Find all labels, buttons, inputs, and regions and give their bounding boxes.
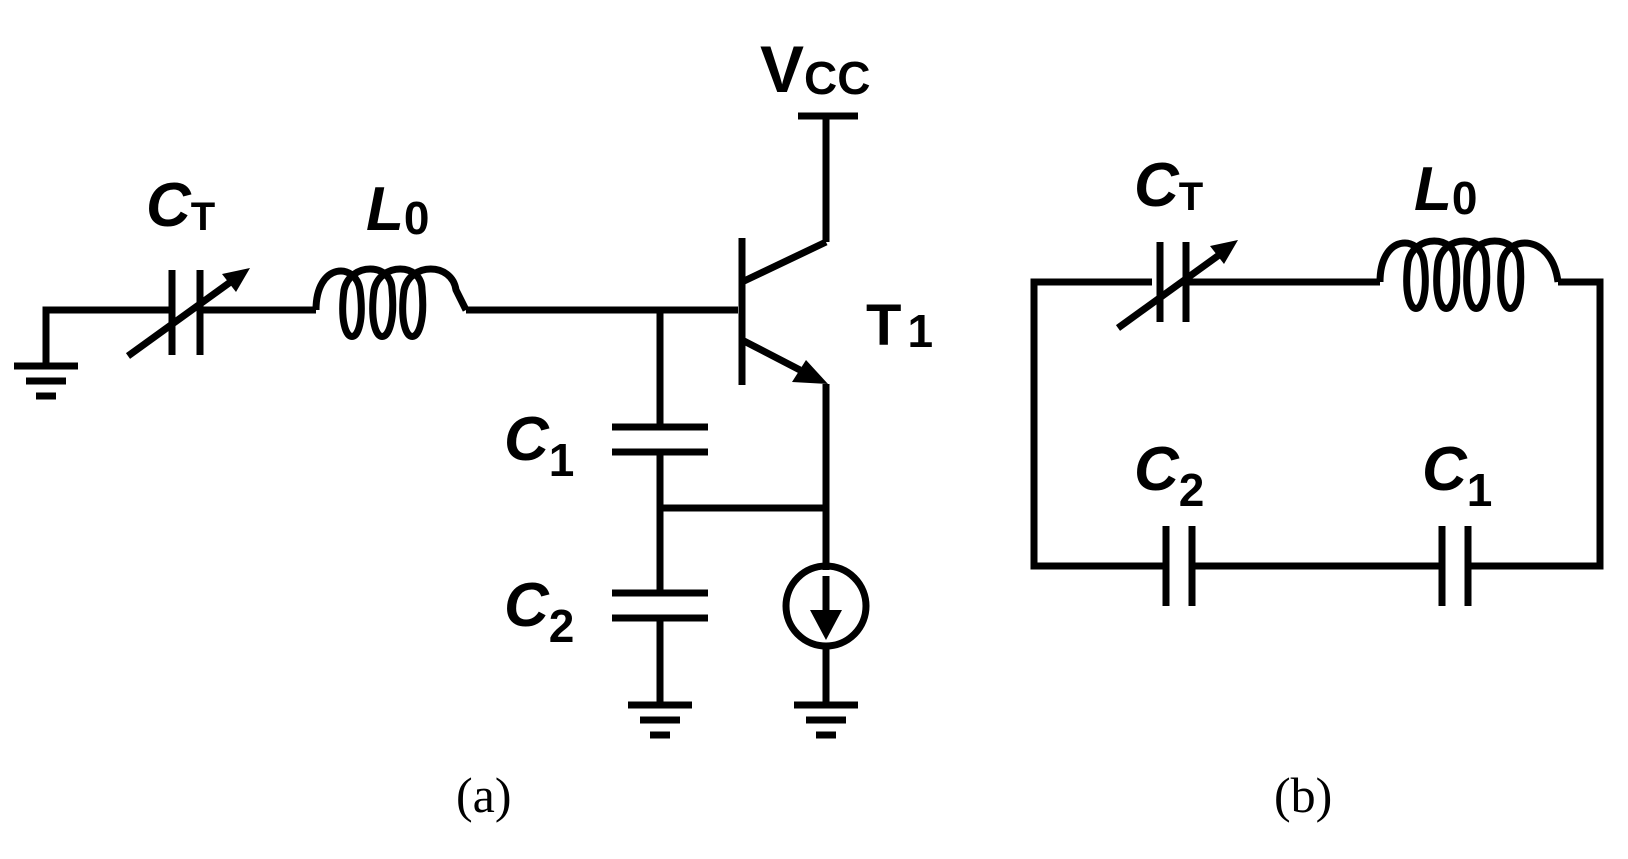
vcc-label: VCC — [760, 32, 870, 106]
c2-label-b: C2 — [1134, 435, 1204, 516]
ground-symbol-left — [14, 306, 162, 400]
l0-label-a: L0 — [366, 175, 429, 244]
capacitor-c2-b — [1162, 526, 1196, 606]
ground-symbol-c2 — [628, 701, 692, 739]
circuit-b: CT L0 C2 C1 (b) — [1030, 151, 1604, 823]
ground-symbol-source — [794, 701, 858, 739]
inductor-l0 — [312, 265, 738, 340]
tuning-arrow-icon-b — [1210, 240, 1238, 264]
tuning-arrow-icon — [222, 268, 250, 292]
tuning-capacitor-ct — [125, 268, 316, 359]
capacitor-chain — [612, 310, 826, 705]
current-arrow-icon — [810, 610, 842, 640]
caption-b: (b) — [1274, 767, 1332, 823]
capacitor-c1-b — [1438, 526, 1472, 606]
ct-label-b: CT — [1134, 151, 1203, 220]
loop-wires — [1030, 278, 1604, 570]
transistor-t1 — [738, 112, 858, 570]
tuning-capacitor-ct-b — [1115, 240, 1238, 331]
emitter-arrow-icon — [792, 360, 828, 384]
c1-label-a: C1 — [504, 405, 574, 486]
caption-a: (a) — [456, 767, 512, 823]
inductor-l0-b — [1376, 237, 1562, 312]
current-source — [782, 562, 870, 705]
c2-label-a: C2 — [504, 571, 574, 652]
ct-label-a: CT — [146, 171, 215, 240]
l0-label-b: L0 — [1414, 155, 1477, 224]
c1-label-b: C1 — [1422, 435, 1492, 516]
